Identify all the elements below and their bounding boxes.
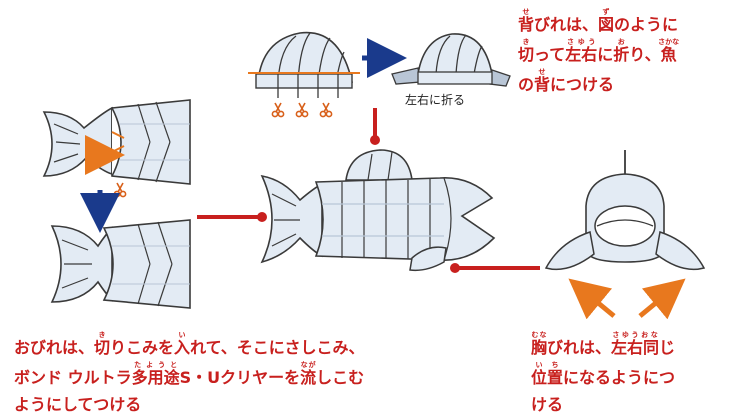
ruby-word: 切き [518, 38, 535, 64]
text-segment: り、 [629, 45, 661, 64]
ruby-word: 多用途たようと [131, 361, 180, 387]
text-segment: しこむ [316, 368, 365, 387]
text-segment: おびれは、 [14, 338, 95, 357]
text-segment: って [534, 45, 566, 64]
ruby-word: 位置いち [531, 361, 564, 387]
ruby-word: 流なが [300, 361, 317, 387]
ruby-word: 入い [174, 331, 191, 357]
text-segment: びれは、 [547, 338, 612, 357]
ruby-word: 左右さゆう [565, 38, 598, 64]
text-segment: りこみを [110, 338, 175, 357]
dorsal-fin-uncut [248, 31, 360, 98]
fish-body-assembled [260, 149, 496, 272]
text-segment: のように [614, 15, 679, 34]
text-segment: S・Uクリヤーを [179, 368, 301, 387]
text-segment: につける [550, 75, 615, 94]
pectoral-line-3: ける [531, 391, 675, 418]
pectoral-line-2: 位置いちになるようにつ [531, 361, 675, 391]
tail-assembly-before [42, 99, 191, 185]
dorsal-line-1: 背せびれは、図ずのように [518, 8, 679, 38]
text-segment: びれは、 [534, 15, 599, 34]
dorsal-line-2: 切きって左右さゆうに折おり、魚さかな [518, 38, 679, 68]
arrow-icon [638, 278, 686, 320]
ruby-word: 背せ [518, 8, 535, 34]
connector-dot [370, 135, 380, 145]
text-segment: に [597, 45, 614, 64]
tail-line-3: ようにしてつける [14, 391, 364, 418]
dorsal-fin-instruction: 背せびれは、図ずのように 切きって左右さゆうに折おり、魚さかな の背せにつける [518, 8, 679, 98]
ruby-word: 胸むな [531, 331, 548, 357]
fish-front-view [544, 150, 706, 271]
ruby-word: 魚さかな [658, 38, 680, 64]
tail-line-1: おびれは、切きりこみを入いれて、そこにさしこみ、 [14, 331, 364, 361]
arrow-icon [568, 278, 616, 320]
ruby-word: 折お [613, 38, 630, 64]
text-segment: になるようにつ [563, 368, 676, 387]
dorsal-line-3: の背せにつける [518, 68, 679, 98]
tail-line-2: ボンド ウルトラ多用途たようとS・Uクリヤーを流ながしこむ [14, 361, 364, 391]
tail-assembly-after [50, 219, 191, 309]
scissors-icon [271, 102, 285, 118]
text-segment: れて、そこにさしこみ、 [190, 338, 365, 357]
ruby-word: 切き [94, 331, 111, 357]
text-segment: ようにしてつける [14, 395, 142, 414]
scissors-icon [295, 102, 309, 118]
pectoral-fin-instruction: 胸むなびれは、左右同さゆうおなじ 位置いちになるようにつ ける [531, 331, 675, 418]
scissors-icon [319, 102, 333, 118]
tail-fin-instruction: おびれは、切きりこみを入いれて、そこにさしこみ、 ボンド ウルトラ多用途たようと… [14, 331, 364, 418]
connector-dot [450, 263, 460, 273]
scissors-icon [113, 182, 127, 198]
text-segment: じ [659, 338, 676, 357]
pectoral-line-1: 胸むなびれは、左右同さゆうおなじ [531, 331, 675, 361]
text-segment: の [518, 75, 535, 94]
fold-label: 左右に折る [405, 92, 465, 107]
text-segment: ボンド ウルトラ [14, 368, 132, 387]
connector-dot [257, 212, 267, 222]
ruby-word: 左右同さゆうおな [611, 331, 660, 357]
dorsal-fin-folded [391, 33, 511, 87]
ruby-word: 図ず [598, 8, 615, 34]
ruby-word: 背せ [534, 68, 551, 94]
text-segment: ける [531, 395, 564, 414]
